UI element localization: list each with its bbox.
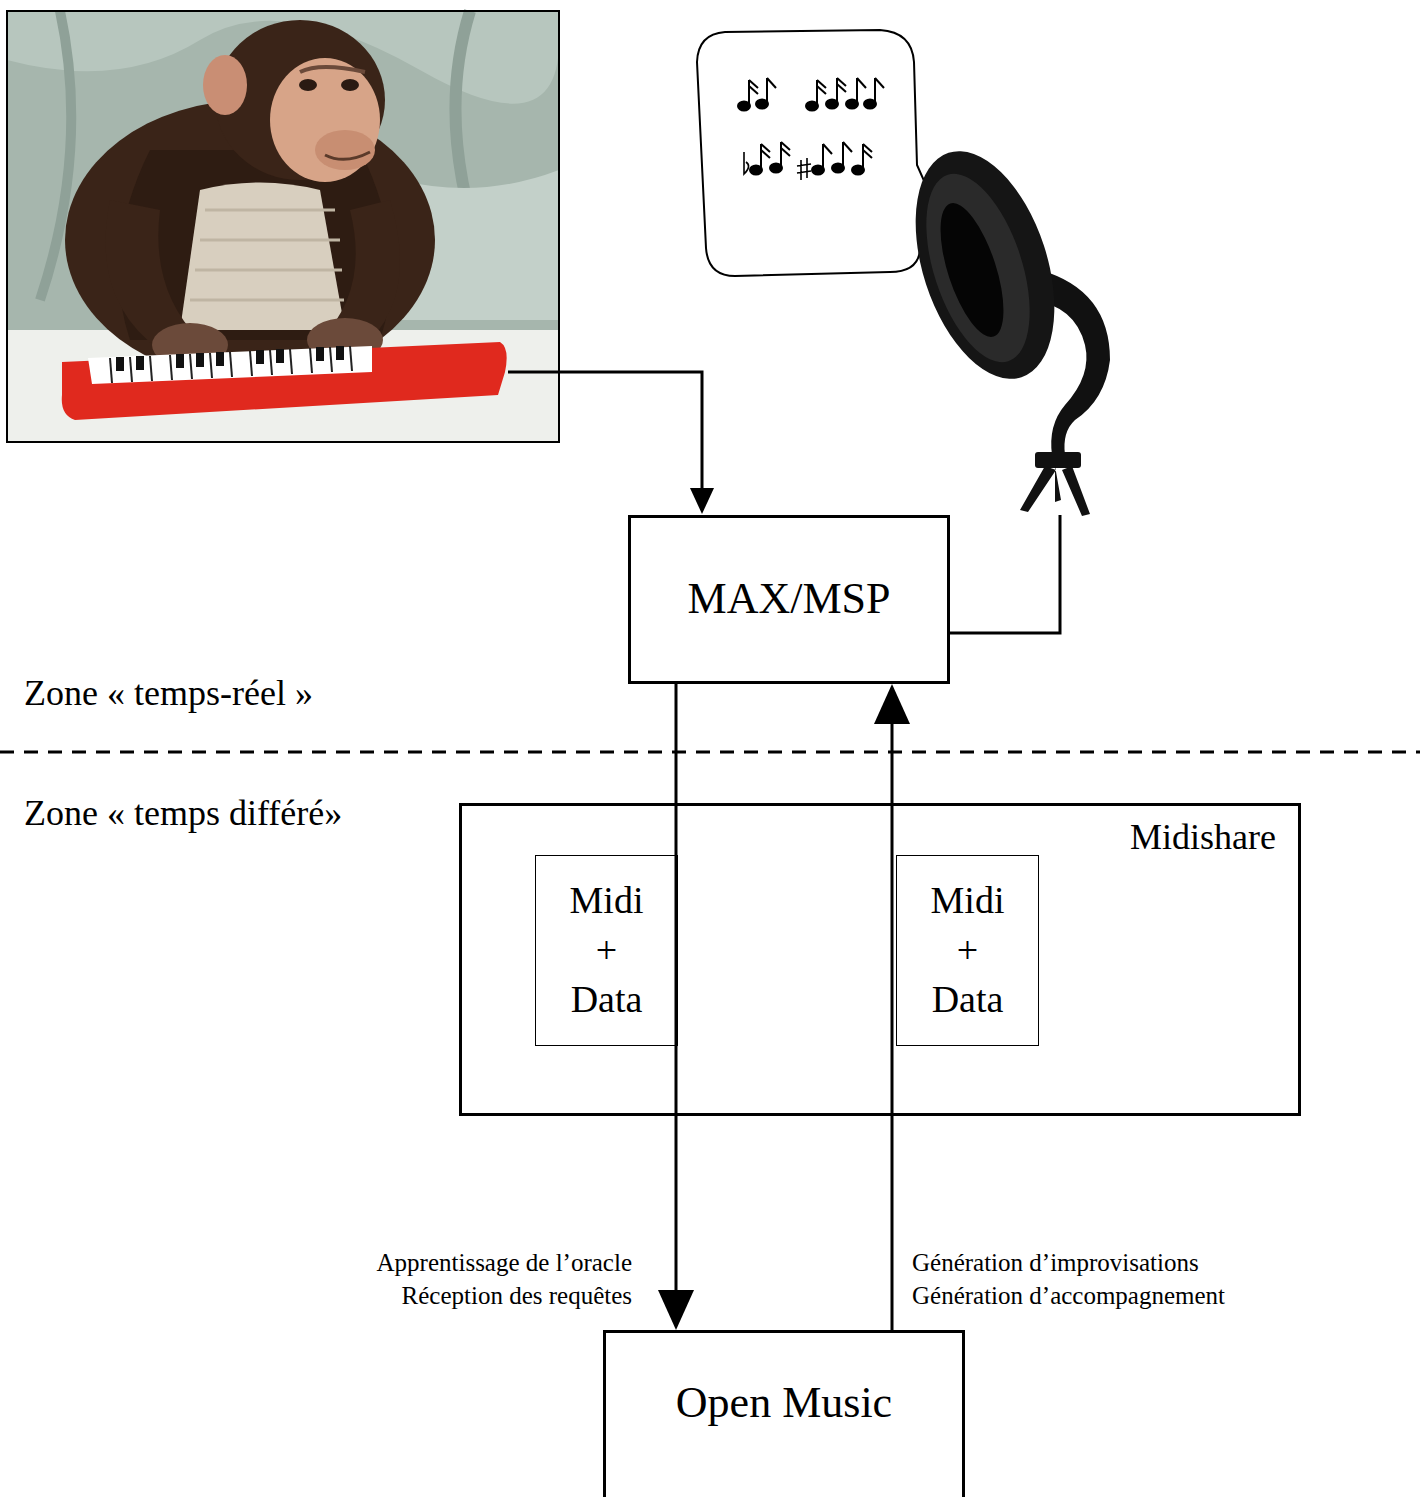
node-text: Midi + Data [931, 876, 1005, 1024]
horn-speaker [890, 134, 1110, 516]
node-text: MAX/MSP [688, 573, 891, 626]
arrowhead [874, 684, 910, 724]
arrowhead [658, 1290, 694, 1330]
zone-label: Zone « temps différé» [24, 790, 342, 837]
data-box: Midi + Data [535, 855, 678, 1046]
group-box: MidishareMidi + Data Midi + Data [459, 803, 1301, 1116]
process-box: MAX/MSP [628, 515, 950, 684]
edge-label: Génération d’improvisations Génération d… [912, 1246, 1292, 1312]
process-box: Open Music [603, 1330, 965, 1497]
connector [874, 684, 910, 1330]
edge-label: Apprentissage de l’oracle Réception des … [312, 1246, 632, 1312]
chimp-photo [7, 11, 559, 442]
node-text: Midi + Data [570, 876, 644, 1024]
arrowhead [690, 488, 714, 514]
connector [658, 684, 694, 1330]
zone-label: Zone « temps-réel » [24, 670, 313, 717]
node-text: Open Music [676, 1377, 892, 1430]
speech-bubble [697, 30, 945, 276]
node-text: Midishare [462, 806, 1298, 859]
data-box: Midi + Data [896, 855, 1039, 1046]
zone-separator [0, 751, 1420, 754]
wire [508, 372, 1060, 633]
